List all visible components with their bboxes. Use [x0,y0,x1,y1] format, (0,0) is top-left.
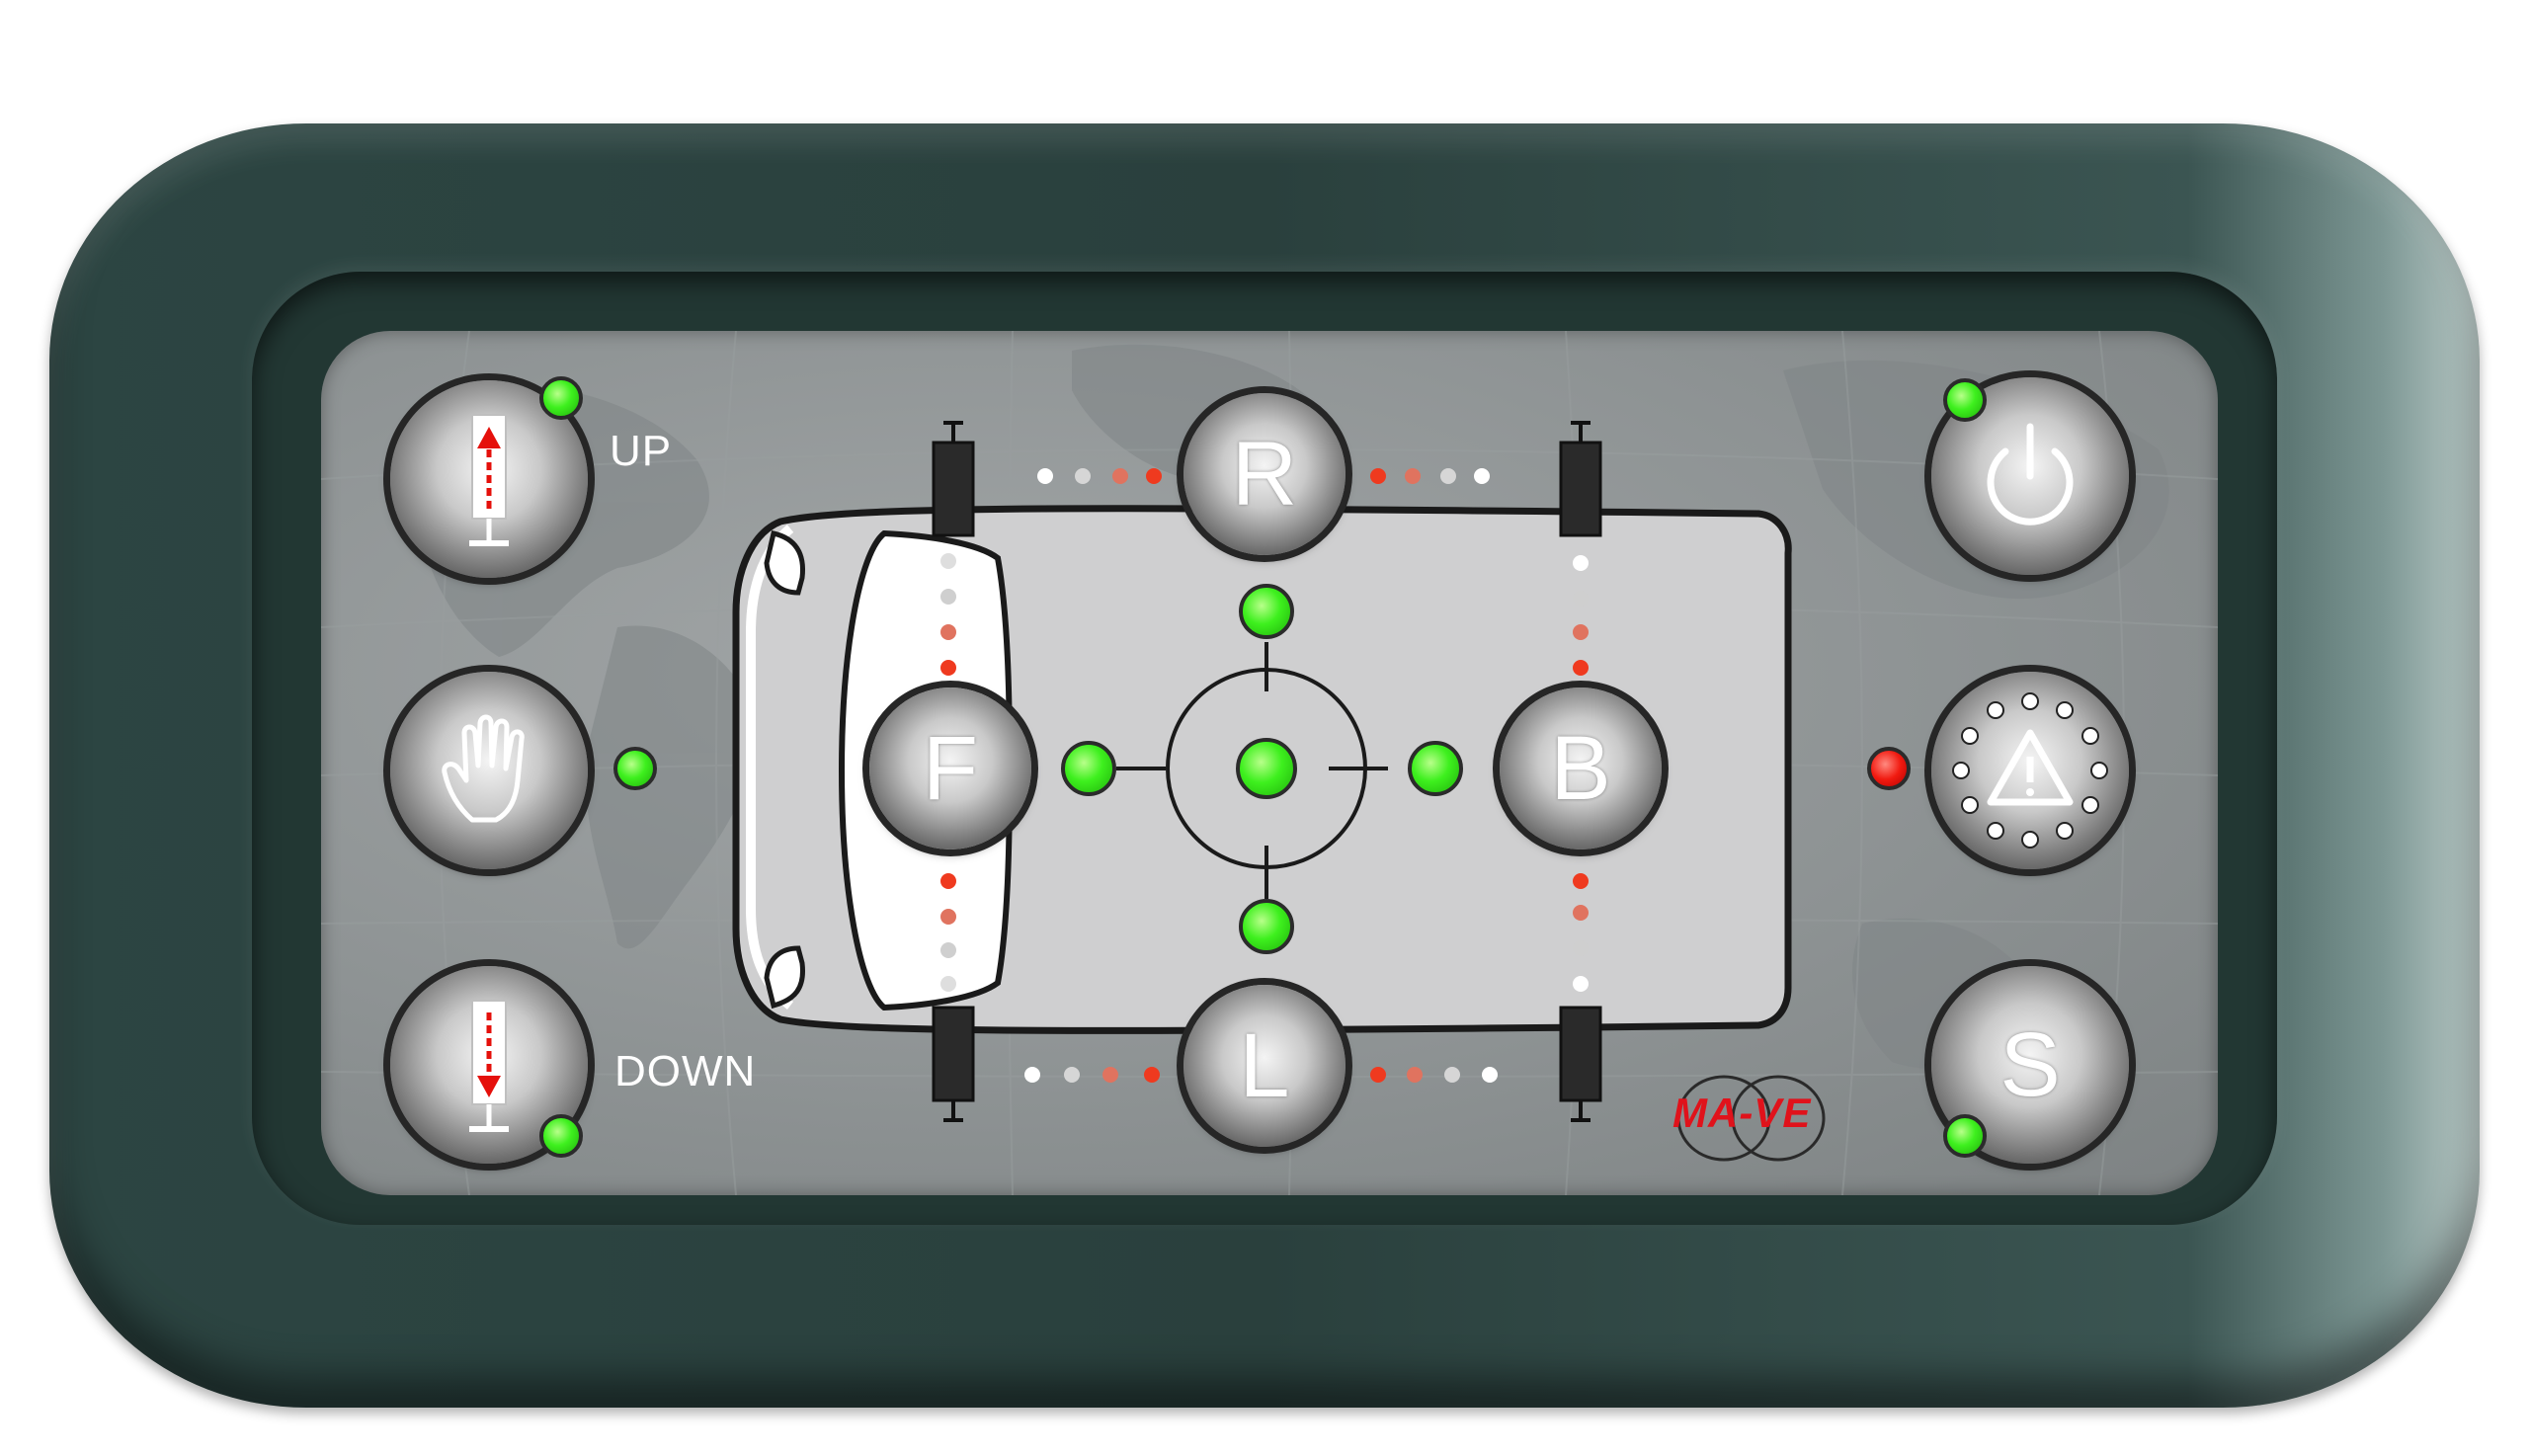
store-letter: S [1999,1013,2061,1115]
jack-up-icon [469,414,509,546]
back-button[interactable]: B [1500,688,1662,849]
dot-column-front-bottom [940,873,956,992]
down-led [539,1114,583,1158]
brand-logo-text: MA-VE [1672,1090,1812,1136]
dot-row-bottom-left [1024,1067,1160,1083]
level-led-top [1239,584,1294,639]
brand-logo-mark [1676,1075,1826,1162]
dot-row-top-left [1037,468,1162,484]
crosshair-level-icon [1116,642,1388,899]
jack-back-right-icon [1559,421,1602,537]
manual-hand-button[interactable] [390,672,588,869]
jack-front-left-icon [932,1006,975,1122]
down-label: DOWN [614,1047,757,1095]
store-led [1943,1114,1987,1158]
jack-front-right-icon [932,421,975,537]
back-letter: B [1550,717,1611,819]
dot-row-bottom-right [1370,1067,1498,1083]
jack-back-left-icon [1559,1006,1602,1122]
manual-led [613,747,657,790]
warning-triangle-icon [1952,692,2108,849]
hand-icon [442,714,525,823]
dot-column-back-top [1573,555,1589,676]
up-label: UP [610,427,673,475]
power-icon [1987,423,2074,526]
level-led-center [1236,738,1297,799]
warning-led [1867,747,1911,790]
front-letter: F [922,717,979,819]
level-led-back [1408,741,1463,796]
right-side-letter: R [1231,423,1298,525]
right-side-button[interactable]: R [1183,393,1346,555]
dot-row-top-right [1370,468,1490,484]
dot-column-front-top [940,553,956,676]
up-led [539,376,583,420]
level-led-bottom [1239,899,1294,954]
power-led [1943,378,1987,422]
jack-down-icon [469,1000,509,1132]
left-side-letter: L [1239,1014,1290,1116]
level-led-front [1061,741,1116,796]
warning-button[interactable] [1931,672,2129,869]
dot-column-back-bottom [1573,873,1589,992]
left-side-button[interactable]: L [1183,985,1346,1147]
front-button[interactable]: F [869,688,1031,849]
